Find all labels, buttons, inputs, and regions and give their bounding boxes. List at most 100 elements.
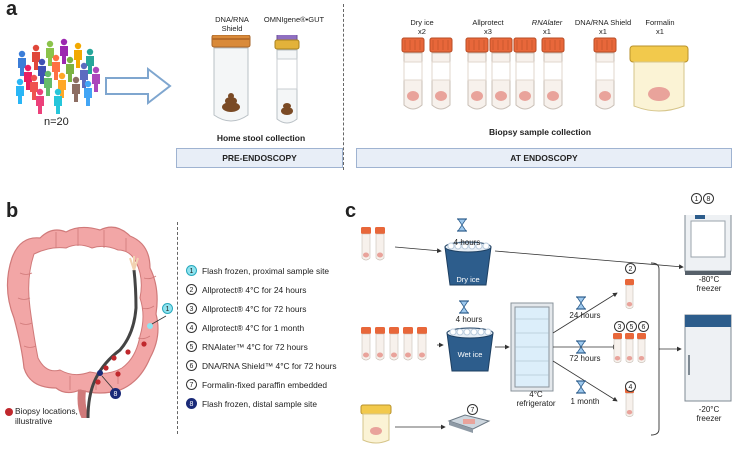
bracket xyxy=(650,262,660,436)
legend-number: 8 xyxy=(186,398,197,409)
person-icon xyxy=(72,76,80,102)
legend-text: Formalin-fixed paraffin embedded xyxy=(202,379,328,390)
legend-divider xyxy=(177,222,178,434)
sample-num-4: 4 xyxy=(625,381,636,392)
people-crowd-icon xyxy=(16,38,100,114)
legend-number: 1 xyxy=(186,265,197,276)
legend-text: Allprotect® 4°C for 24 hours xyxy=(202,284,307,295)
section-divider xyxy=(343,4,344,170)
panel-a-letter: a xyxy=(6,0,18,20)
formalin-jar xyxy=(360,404,392,444)
count-formalin: x1 xyxy=(656,27,664,36)
legend-text: Flash frozen, proximal sample site xyxy=(202,265,330,276)
time-24h: 24 hours xyxy=(569,311,601,320)
ice-bucket-icon xyxy=(444,241,492,286)
tube-label-dna-rna-shield: DNA/RNA Shield xyxy=(215,15,249,33)
legend-row: 8 Flash frozen, distal sample site xyxy=(186,398,317,409)
person-icon xyxy=(54,88,62,114)
person-icon xyxy=(32,44,40,70)
sample-tube xyxy=(637,333,646,363)
person-icon xyxy=(84,80,92,106)
cohort-size: n=20 xyxy=(44,116,69,128)
panel-c-letter: c xyxy=(345,200,357,222)
person-icon xyxy=(18,50,26,76)
freezer-num-8: 8 xyxy=(703,193,714,204)
biopsy-dot-icon xyxy=(5,408,13,416)
time-1m: 1 month xyxy=(570,397,600,406)
person-icon xyxy=(74,42,82,68)
right-arrow-icon xyxy=(105,66,172,106)
count-dry-ice: x2 xyxy=(418,27,426,36)
wet-time: 4 hours xyxy=(455,315,483,324)
panel-b-letter: b xyxy=(6,200,19,222)
at-endoscopy-box: AT ENDOSCOPY xyxy=(356,148,732,168)
biopsy-tubes xyxy=(401,37,689,112)
sample-tube xyxy=(361,227,371,261)
legend-row: 2 Allprotect® 4°C for 24 hours xyxy=(186,284,306,295)
dry-ice-label: Dry ice xyxy=(456,275,480,284)
pre-endoscopy-box: PRE-ENDOSCOPY xyxy=(176,148,343,168)
sample-tube xyxy=(389,327,399,361)
legend-number: 5 xyxy=(186,341,197,352)
sample-tube xyxy=(403,327,413,361)
flow-arrow xyxy=(394,246,442,254)
person-icon xyxy=(92,66,100,92)
person-icon xyxy=(44,70,52,96)
legend-number: 3 xyxy=(186,303,197,314)
legend-text: Allprotect® 4°C for 72 hours xyxy=(202,303,307,314)
hourglass-icon xyxy=(576,340,586,354)
marker-proximal: 1 xyxy=(162,303,173,314)
time-72h: 72 hours xyxy=(569,354,601,363)
hourglass-icon xyxy=(576,296,586,310)
legend-text: Allprotect® 4°C for 1 month xyxy=(202,322,305,333)
freezer-20-icon xyxy=(684,314,732,402)
legend-text: Flash frozen, distal sample site xyxy=(202,398,317,409)
hourglass-icon xyxy=(459,300,469,314)
person-icon xyxy=(36,88,44,114)
count-allprotect: x3 xyxy=(484,27,492,36)
sample-num-6: 6 xyxy=(638,321,649,332)
biopsy-tube xyxy=(401,37,425,110)
freezer-80-label: -80°C freezer xyxy=(696,275,722,293)
legend-row: 1 Flash frozen, proximal sample site xyxy=(186,265,329,276)
biopsy-tube xyxy=(513,37,537,110)
biopsy-caption: Biopsy sample collection xyxy=(488,127,592,137)
hourglass-icon xyxy=(457,218,467,232)
legend-number: 2 xyxy=(186,284,197,295)
sample-tube xyxy=(613,333,622,363)
sample-tube xyxy=(417,327,427,361)
hourglass-icon xyxy=(576,380,586,394)
legend-number: 4 xyxy=(186,322,197,333)
flow-arrow xyxy=(494,250,684,270)
sample-num-7: 7 xyxy=(467,404,478,415)
biopsy-tube xyxy=(429,37,453,110)
ice-bucket-icon xyxy=(446,327,494,372)
colon-illustration xyxy=(6,226,167,418)
legend-row: 5 RNAlater™ 4°C for 72 hours xyxy=(186,341,308,352)
count-dna-rna-shield-biopsy: x1 xyxy=(599,27,607,36)
sample-num-3: 3 xyxy=(614,321,625,332)
legend-text: DNA/RNA Shield™ 4°C for 72 hours xyxy=(202,360,337,371)
biopsy-tube xyxy=(489,37,513,110)
refrigerator-icon xyxy=(510,302,554,392)
legend-row: 3 Allprotect® 4°C for 72 hours xyxy=(186,303,306,314)
person-icon xyxy=(86,48,94,74)
count-rnalater: x1 xyxy=(543,27,551,36)
person-icon xyxy=(60,38,68,64)
sample-tube xyxy=(375,227,385,261)
person-icon xyxy=(52,54,60,80)
biopsy-tube xyxy=(541,37,565,110)
sample-tube xyxy=(625,279,634,309)
freezer-num-1: 1 xyxy=(691,193,702,204)
person-icon xyxy=(30,74,38,100)
biopsy-tube xyxy=(593,37,617,110)
dry-time: 4 hours xyxy=(453,238,481,247)
sample-tube xyxy=(375,327,385,361)
sample-tube xyxy=(361,327,371,361)
flow-arrow xyxy=(552,292,618,334)
person-icon xyxy=(46,40,54,66)
legend-text: RNAlater™ 4°C for 72 hours xyxy=(202,341,308,352)
fridge-label: 4°C refrigerator xyxy=(516,390,556,408)
biopsy-note: Biopsy locations, illustrative xyxy=(15,406,78,426)
